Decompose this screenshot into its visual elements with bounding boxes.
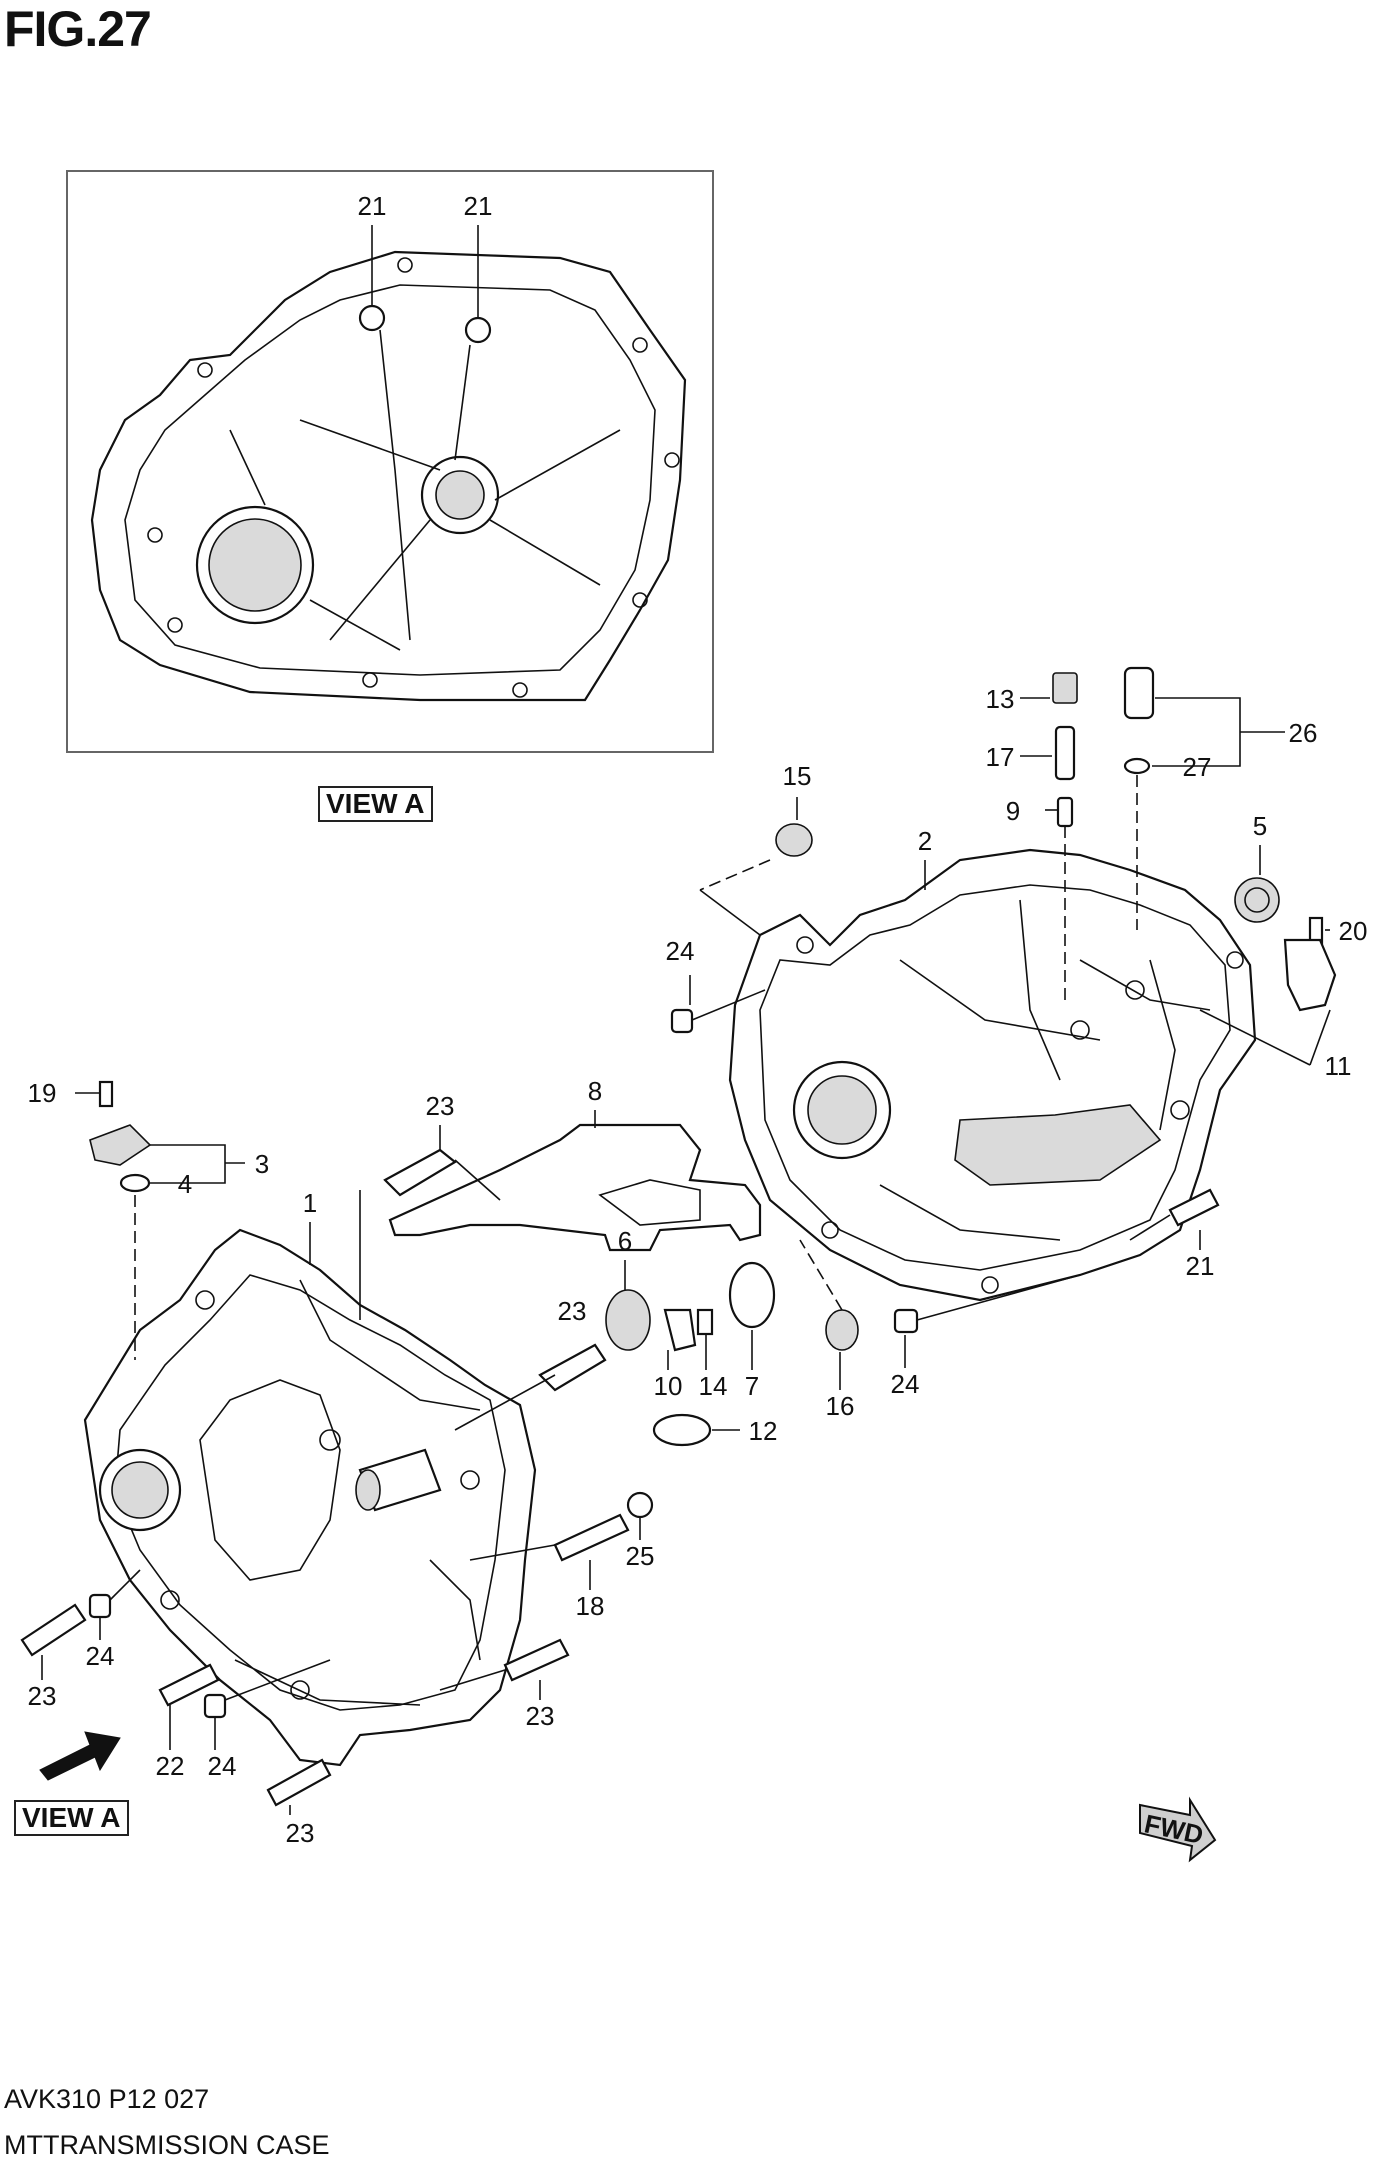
label-27: 27: [1183, 752, 1212, 782]
label-6: 6: [618, 1226, 632, 1256]
label-2: 2: [918, 826, 932, 856]
part-24b-dowel: [893, 1308, 919, 1334]
label-14: 14: [699, 1371, 728, 1401]
label-3: 3: [255, 1149, 269, 1179]
label-18: 18: [576, 1591, 605, 1621]
part-4-gasket: [119, 1173, 151, 1193]
diagram-code: AVK310 P12 027: [4, 2084, 210, 2114]
part-23a-bolt: [383, 1148, 457, 1197]
label-23c: 23: [526, 1701, 555, 1731]
part-18-bolt: [553, 1513, 630, 1562]
part-14-bolt: [696, 1308, 714, 1336]
label-12: 12: [749, 1416, 778, 1446]
view-a-arrow-icon: [39, 1731, 121, 1781]
label-24a: 24: [666, 936, 695, 966]
part-16-plug: [825, 1309, 859, 1351]
fwd-arrow-icon: [1139, 1796, 1217, 1863]
label-10: 10: [654, 1371, 683, 1401]
label-19: 19: [28, 1078, 57, 1108]
part-6-cover: [605, 1289, 651, 1351]
label-20: 20: [1339, 916, 1368, 946]
part-24c-dowel: [88, 1593, 112, 1619]
part-5-seal: [1234, 877, 1280, 923]
label-23a: 23: [426, 1091, 455, 1121]
part-19-bolt: [98, 1080, 114, 1108]
label-8: 8: [588, 1076, 602, 1106]
part-13-cap: [1052, 672, 1078, 704]
label-23b: 23: [558, 1296, 587, 1326]
part-23d-bolt: [20, 1603, 87, 1657]
figure-title: FIG.27: [4, 1, 152, 57]
part-7-plate: [728, 1261, 776, 1329]
label-inset-21b: 21: [464, 191, 493, 221]
transmission-case-left-drawing: [83, 1228, 537, 1767]
part-26-switch: [1123, 666, 1155, 720]
diagram-description: MTTRANSMISSION CASE: [4, 2130, 330, 2160]
label-11: 11: [1325, 1051, 1352, 1081]
label-5: 5: [1253, 811, 1267, 841]
part-27-gasket: [1123, 757, 1151, 775]
part-24d-dowel: [203, 1693, 227, 1719]
label-7: 7: [745, 1371, 759, 1401]
label-25: 25: [626, 1541, 655, 1571]
part-17-pin: [1054, 725, 1076, 781]
label-4: 4: [178, 1169, 192, 1199]
part-9-pin: [1056, 796, 1074, 828]
part-3-cover: [89, 1124, 152, 1166]
label-inset-21a: 21: [358, 191, 387, 221]
label-21: 21: [1186, 1251, 1215, 1281]
part-24a-dowel: [670, 1008, 694, 1034]
part-11-bracket: [1283, 938, 1337, 1012]
transmission-case-right-drawing: [728, 848, 1257, 1302]
view-a-arrow-label: VIEW A: [14, 1800, 129, 1836]
label-17: 17: [986, 742, 1015, 772]
label-1: 1: [303, 1188, 317, 1218]
label-22: 22: [156, 1751, 185, 1781]
label-13: 13: [986, 684, 1015, 714]
bracket-drawing: [388, 1123, 762, 1252]
part-23e-bolt: [266, 1758, 332, 1807]
view-a-inset-frame: [66, 170, 714, 753]
part-21-bolt: [1168, 1188, 1220, 1227]
part-15-plug: [775, 823, 813, 857]
view-a-case-drawing: [90, 225, 687, 702]
label-26: 26: [1289, 718, 1318, 748]
label-24b: 24: [891, 1369, 920, 1399]
part-23c-bolt: [503, 1638, 570, 1682]
label-9: 9: [1006, 796, 1020, 826]
label-15: 15: [783, 761, 812, 791]
part-12-collar: [652, 1413, 712, 1447]
part-10-bracket: [663, 1308, 697, 1352]
part-22-bolt: [158, 1663, 220, 1707]
label-24c: 24: [86, 1641, 115, 1671]
label-16: 16: [826, 1391, 855, 1421]
label-24d: 24: [208, 1751, 237, 1781]
view-a-inset-label: VIEW A: [318, 786, 433, 822]
label-23e: 23: [286, 1818, 315, 1848]
part-25-nut: [626, 1491, 654, 1519]
label-23d: 23: [28, 1681, 57, 1711]
part-23b-bolt: [538, 1343, 607, 1392]
